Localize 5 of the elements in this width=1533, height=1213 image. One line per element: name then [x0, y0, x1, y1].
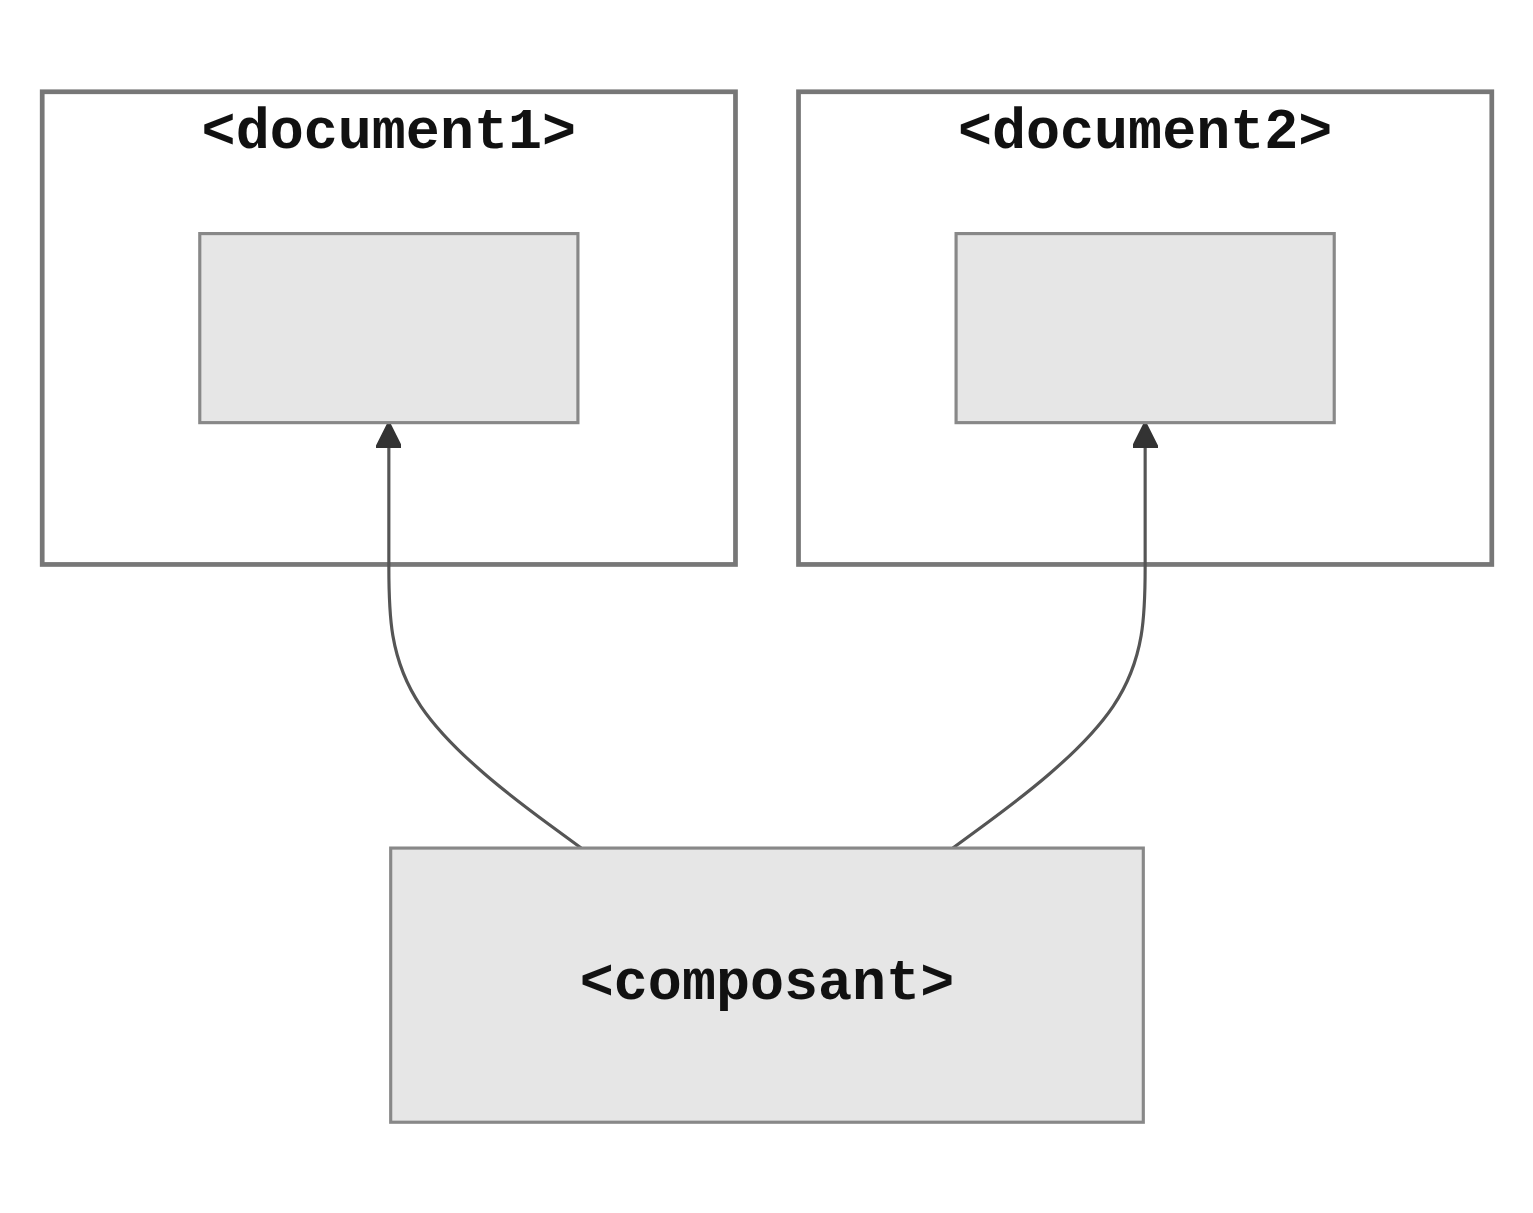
- cluster: <document2>: [795, 88, 1494, 567]
- node-box: [954, 231, 1336, 424]
- node-box: <composant>: [388, 846, 1145, 1124]
- node-box: [197, 231, 579, 424]
- cluster: <document1>: [39, 88, 738, 567]
